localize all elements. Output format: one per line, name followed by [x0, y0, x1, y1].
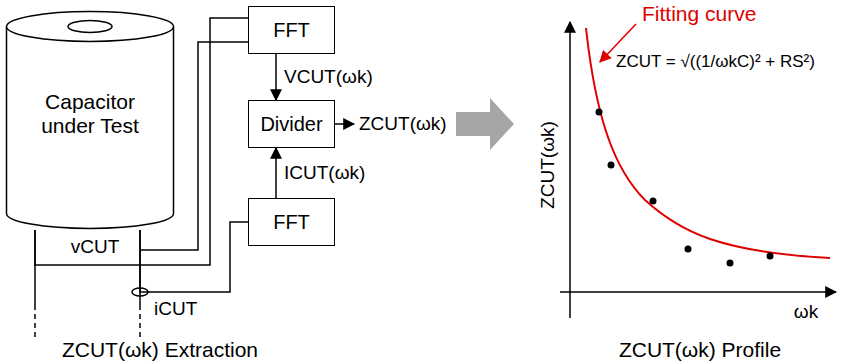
signal-label: ICUT(ωk) [282, 162, 367, 184]
fitting-curve [586, 28, 830, 258]
node-label: Capacitor under Test [30, 90, 150, 138]
axis-title: ωk [792, 301, 820, 323]
capacitor-under-test: Capacitor under Test [5, 10, 175, 230]
formula: ZCUT = √((1/ωkC)² + RS²) [614, 52, 817, 72]
terminal-lead [34, 305, 36, 338]
signal-arrow [275, 148, 277, 198]
fft-box: FFT [248, 198, 335, 246]
caption: ZCUT(ωk) Profile [617, 338, 783, 362]
output-arrow [335, 123, 354, 125]
terminal-lead [139, 305, 141, 338]
signal-arrow [275, 54, 277, 100]
caption: ZCUT(ωk) Extraction [60, 338, 260, 362]
signal-label: VCUT(ωk) [282, 66, 375, 88]
signal-name: vCUT [69, 236, 122, 258]
node-label: FFT [273, 211, 310, 234]
signal-name: iCUT [152, 298, 199, 320]
fft-box: FFT [248, 6, 335, 54]
output-label: ZCUT(ωk) [357, 113, 449, 135]
data-points [596, 109, 774, 267]
node-label: Divider [260, 113, 322, 136]
block-arrow [456, 98, 514, 150]
x-axis [560, 291, 836, 293]
wire [140, 222, 248, 292]
curve-label: Fitting curve [640, 2, 758, 26]
axis-title: ZCUT(ωk) [537, 119, 559, 211]
node-label: FFT [273, 19, 310, 42]
divider-box: Divider [248, 100, 335, 148]
y-axis [569, 22, 571, 318]
